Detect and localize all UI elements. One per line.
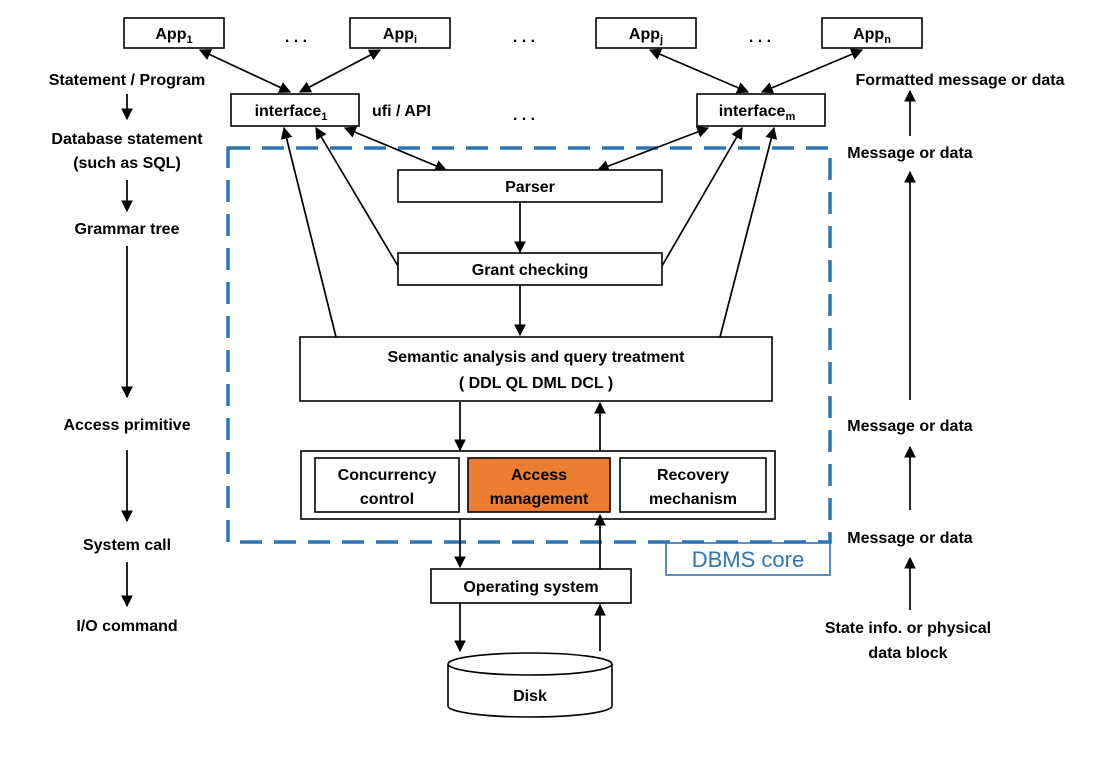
disk-cylinder-body	[447, 664, 613, 718]
concurrency-control-label-2: control	[360, 491, 414, 508]
parser-label: Parser	[505, 179, 555, 196]
right-message-data-1: Message or data	[847, 145, 972, 162]
dbms-core-region	[226, 146, 832, 544]
app-n-box	[821, 17, 923, 49]
left-grammar-tree: Grammar tree	[75, 221, 180, 238]
disk-label: Disk	[513, 688, 547, 705]
arrow-semantic-interface1	[280, 126, 337, 338]
operating-system-label: Operating system	[463, 579, 598, 596]
app-1-label: App1	[155, 26, 192, 46]
ellipsis-apps-3: . . .	[749, 29, 771, 46]
arrow-app1-interface1	[198, 49, 292, 93]
arrow-grant-interface1	[315, 126, 399, 267]
recovery-mechanism-label-1: Recovery	[657, 467, 729, 484]
arrow-grant-interfacem	[661, 126, 743, 267]
semantic-analysis-languages: ( DDL QL DML DCL )	[459, 375, 613, 392]
recovery-mechanism-label-2: mechanism	[649, 491, 737, 508]
app-n-label: Appn	[853, 26, 891, 46]
ellipsis-apps-2: . . .	[513, 29, 535, 46]
right-state-info: State info. or physical	[825, 620, 991, 637]
access-management-label-2: management	[490, 491, 589, 508]
arrow-appi-interface1	[298, 49, 382, 93]
recovery-mechanism-box	[619, 457, 767, 513]
left-database-statement: Database statement	[51, 131, 203, 148]
left-io-command: I/O command	[76, 618, 177, 635]
grant-checking-box	[397, 252, 663, 286]
semantic-analysis-box	[299, 336, 773, 402]
arrow-appn-interfacem	[760, 48, 864, 94]
interface-m-box	[696, 93, 826, 127]
disk-cylinder-top	[447, 652, 613, 676]
parser-box	[397, 169, 663, 203]
left-system-call: System call	[83, 537, 171, 554]
app-i-label: Appi	[383, 26, 417, 46]
right-data-block: data block	[868, 645, 947, 662]
arrow-interface1-parser	[343, 126, 448, 172]
arrow-appj-interfacem	[648, 48, 750, 94]
access-management-box	[467, 457, 611, 513]
access-management-label-1: Access	[511, 467, 567, 484]
ellipsis-apps-1: . . .	[285, 29, 307, 46]
right-message-data-3: Message or data	[847, 530, 972, 547]
right-message-data-2: Message or data	[847, 418, 972, 435]
dbms-core-label-box	[665, 542, 831, 576]
interface-1-label: interface1	[255, 103, 328, 123]
interface-1-box	[230, 93, 360, 127]
left-such-as-sql: (such as SQL)	[73, 155, 181, 172]
app-i-box	[349, 17, 451, 49]
semantic-analysis-label: Semantic analysis and query treatment	[388, 349, 686, 366]
arrow-interfacem-parser	[596, 126, 710, 172]
interface-m-label: interfacem	[719, 103, 796, 123]
ellipsis-interfaces: . . .	[513, 107, 535, 124]
grant-checking-label: Grant checking	[472, 262, 588, 279]
app-1-box	[123, 17, 225, 49]
left-access-primitive: Access primitive	[63, 417, 190, 434]
concurrency-control-label-1: Concurrency	[338, 467, 437, 484]
left-statement-program: Statement / Program	[49, 72, 205, 89]
ufi-api-label: ufi / API	[372, 103, 431, 120]
concurrency-control-box	[314, 457, 460, 513]
operating-system-box	[430, 568, 632, 604]
app-j-box	[595, 17, 697, 49]
arrow-semantic-interfacem	[719, 126, 778, 338]
dbms-core-label: DBMS core	[692, 547, 804, 572]
app-j-label: Appj	[629, 26, 663, 46]
right-formatted-message: Formatted message or data	[856, 72, 1065, 89]
